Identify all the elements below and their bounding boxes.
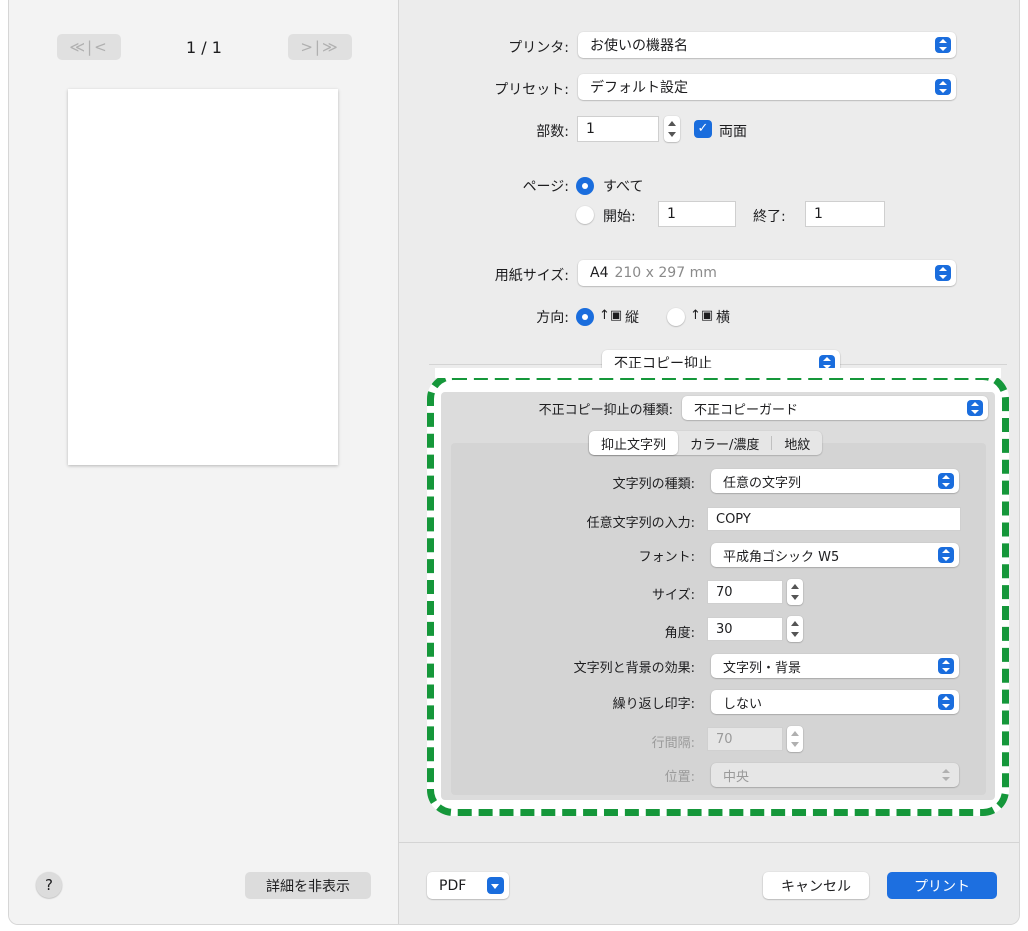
copies-field[interactable]: 1 xyxy=(577,116,659,142)
pages-all-label: すべて xyxy=(603,179,644,195)
string-type-value: 任意の文字列 xyxy=(723,475,802,491)
paper-size-label: 用紙サイズ: xyxy=(494,268,569,284)
page-preview xyxy=(68,89,338,465)
angle-stepper[interactable] xyxy=(787,616,803,642)
pages-range-radio[interactable] xyxy=(576,206,594,224)
size-stepper[interactable] xyxy=(787,579,803,605)
paper-size-detail: 210 x 297 mm xyxy=(614,265,717,281)
footer-divider xyxy=(399,842,1019,843)
portrait-icon: ↑▣ xyxy=(599,308,623,323)
line-spacing-field[interactable]: 70 xyxy=(707,727,783,751)
copies-stepper[interactable] xyxy=(664,116,680,142)
repeat-value: しない xyxy=(723,696,763,712)
line-spacing-label: 行間隔: xyxy=(651,736,695,751)
font-label: フォント: xyxy=(638,550,695,565)
angle-label: 角度: xyxy=(664,626,695,641)
frame-mask xyxy=(435,368,1001,378)
tab-color-density[interactable]: カラー/濃度 xyxy=(690,437,760,453)
size-label: サイズ: xyxy=(652,588,695,603)
print-dialog: ≪|< 1 / 1 >|≫ ? 詳細を非表示 プリンタ: お使いの機器名 プリセ… xyxy=(8,0,1020,925)
paper-size-value: A4 xyxy=(590,265,609,281)
settings-panel: プリンタ: お使いの機器名 プリセット: デフォルト設定 部数: 1 ✓ 両面 … xyxy=(399,0,1019,924)
angle-field[interactable]: 30 xyxy=(707,617,783,641)
paper-size-select[interactable]: A4 210 x 297 mm xyxy=(578,260,956,286)
pdf-label: PDF xyxy=(439,877,467,894)
repeat-select[interactable]: しない xyxy=(711,690,959,714)
custom-string-label: 任意文字列の入力: xyxy=(586,516,695,531)
font-select[interactable]: 平成角ゴシック W5 xyxy=(711,543,959,567)
popup-arrows-icon xyxy=(938,694,954,710)
popup-arrows-icon xyxy=(935,265,951,281)
orientation-portrait-radio[interactable] xyxy=(576,308,594,326)
page-counter: 1 / 1 xyxy=(186,38,222,57)
custom-string-field[interactable]: COPY xyxy=(707,507,961,531)
copy-guard-tabs: 抑止文字列 カラー/濃度 地紋 xyxy=(589,431,823,455)
repeat-label: 繰り返し印字: xyxy=(612,697,695,712)
copy-guard-type-label: 不正コピー抑止の種類: xyxy=(538,403,673,418)
duplex-label: 両面 xyxy=(719,124,747,140)
popup-arrows-icon xyxy=(938,547,954,563)
printer-value: お使いの機器名 xyxy=(590,38,688,54)
popup-arrows-icon xyxy=(938,767,954,783)
help-button[interactable]: ? xyxy=(36,872,62,898)
copies-label: 部数: xyxy=(536,124,569,140)
position-select[interactable]: 中央 xyxy=(711,763,959,787)
position-label: 位置: xyxy=(664,770,695,785)
orientation-landscape-radio[interactable] xyxy=(667,308,685,326)
position-value: 中央 xyxy=(723,769,750,785)
tab-string[interactable]: 抑止文字列 xyxy=(589,431,679,455)
effect-value: 文字列・背景 xyxy=(723,660,802,676)
copy-guard-type-select[interactable]: 不正コピーガード xyxy=(682,396,988,420)
printer-label: プリンタ: xyxy=(508,40,569,56)
orientation-landscape-label: 横 xyxy=(716,310,730,326)
line-spacing-stepper[interactable] xyxy=(787,726,803,752)
pages-from-label: 開始: xyxy=(603,209,636,225)
pages-to-field[interactable]: 1 xyxy=(805,201,885,227)
popup-arrows-icon xyxy=(938,658,954,674)
popup-arrows-icon xyxy=(967,400,983,416)
chevron-down-icon xyxy=(487,877,504,894)
pages-all-radio[interactable] xyxy=(576,177,594,195)
size-field[interactable]: 70 xyxy=(707,580,783,604)
copy-guard-type-value: 不正コピーガード xyxy=(694,402,799,418)
tab-pattern[interactable]: 地紋 xyxy=(784,437,811,453)
effect-label: 文字列と背景の効果: xyxy=(573,661,695,676)
popup-arrows-icon xyxy=(935,79,951,95)
string-type-label: 文字列の種類: xyxy=(612,477,695,492)
pdf-menu-button[interactable]: PDF xyxy=(427,872,509,899)
print-button[interactable]: プリント xyxy=(887,872,997,899)
popup-arrows-icon xyxy=(938,473,954,489)
orientation-label: 方向: xyxy=(536,310,569,326)
preset-label: プリセット: xyxy=(494,82,569,98)
font-value: 平成角ゴシック W5 xyxy=(723,549,840,565)
preview-panel: ≪|< 1 / 1 >|≫ ? 詳細を非表示 xyxy=(9,0,399,924)
popup-arrows-icon xyxy=(935,37,951,53)
prev-page-button[interactable]: ≪|< xyxy=(57,34,121,60)
orientation-portrait-label: 縦 xyxy=(625,310,639,326)
printer-select[interactable]: お使いの機器名 xyxy=(578,32,956,58)
effect-select[interactable]: 文字列・背景 xyxy=(711,654,959,678)
duplex-checkbox[interactable]: ✓ xyxy=(694,120,712,138)
preset-value: デフォルト設定 xyxy=(590,80,688,96)
pages-label: ページ: xyxy=(522,179,569,195)
next-page-button[interactable]: >|≫ xyxy=(288,34,352,60)
pages-to-label: 終了: xyxy=(753,209,786,225)
landscape-icon: ↑▣ xyxy=(690,308,714,323)
pages-from-field[interactable]: 1 xyxy=(658,201,736,227)
string-type-select[interactable]: 任意の文字列 xyxy=(711,469,959,493)
popup-arrows-icon xyxy=(819,355,835,371)
hide-details-button[interactable]: 詳細を非表示 xyxy=(245,872,371,899)
tab-separator xyxy=(771,436,773,450)
preset-select[interactable]: デフォルト設定 xyxy=(578,74,956,100)
cancel-button[interactable]: キャンセル xyxy=(763,872,869,899)
